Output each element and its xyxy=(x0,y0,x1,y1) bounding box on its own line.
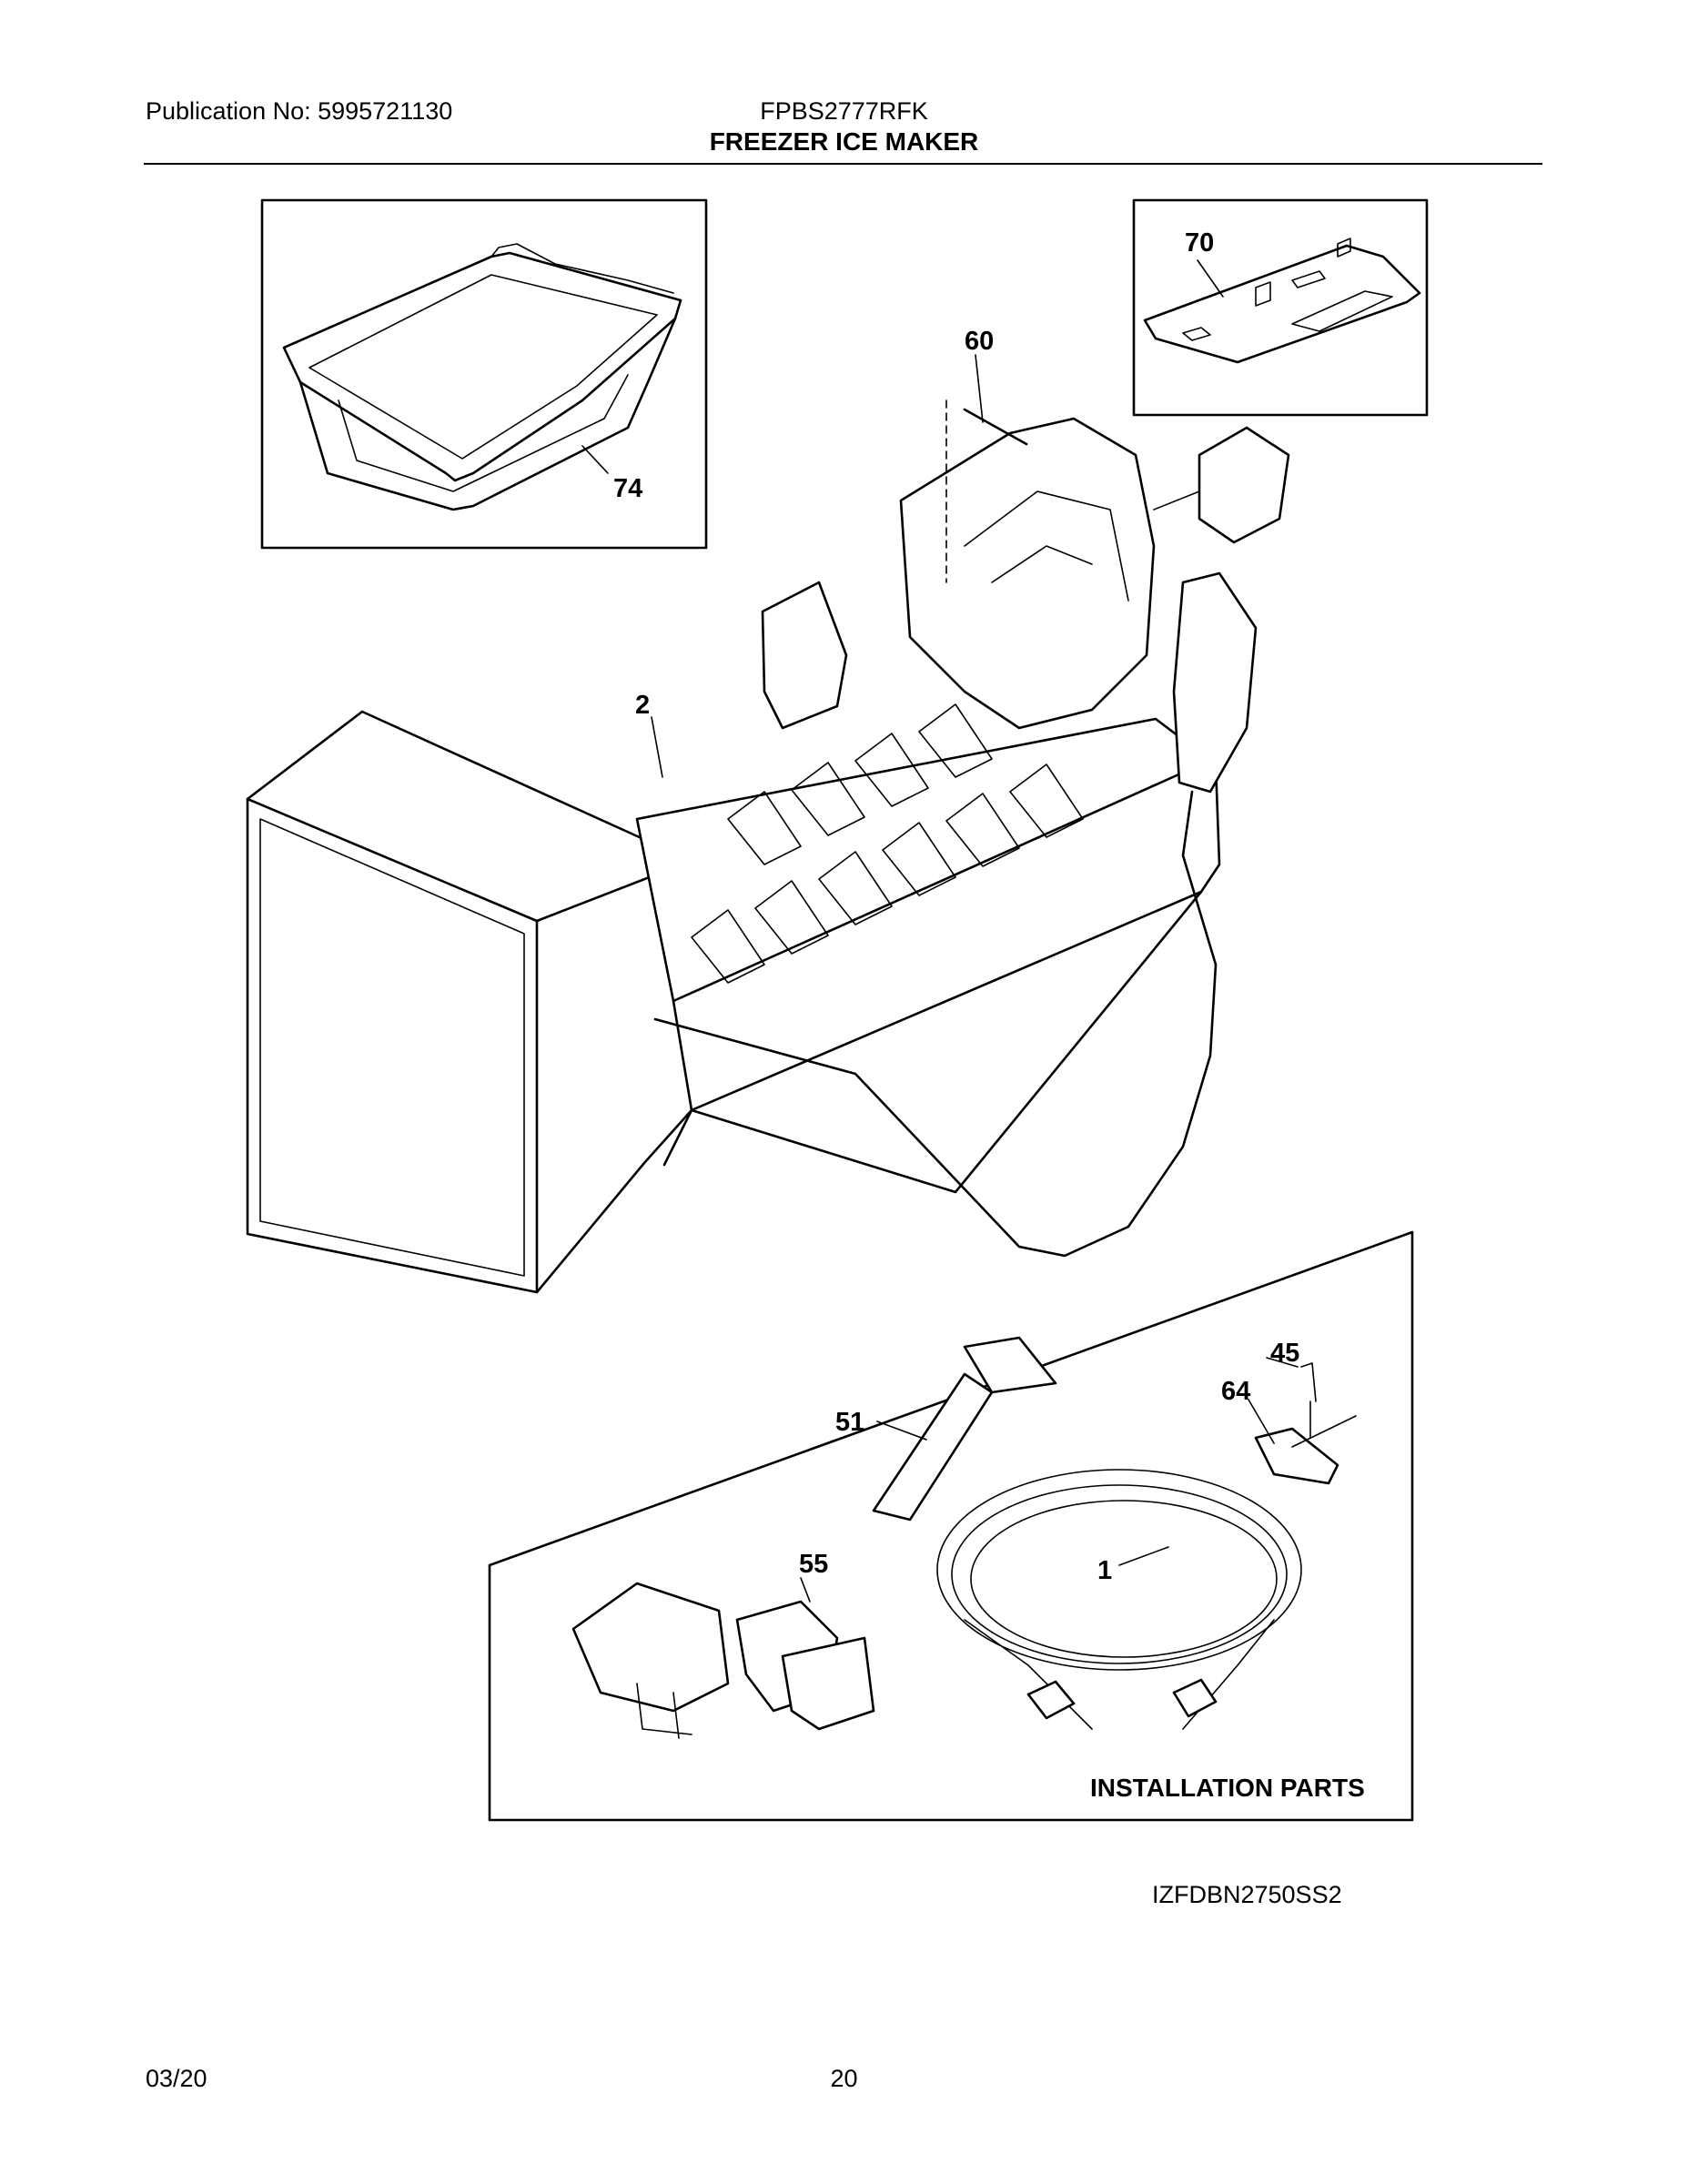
callout-1: 1 xyxy=(1097,1556,1112,1585)
callout-51: 51 xyxy=(835,1408,864,1437)
model-number: FPBS2777RFK xyxy=(760,97,928,125)
callout-55: 55 xyxy=(799,1550,828,1579)
diagram-code: IZFDBN2750SS2 xyxy=(1152,1881,1342,1908)
inset-bracket: 70 xyxy=(1132,198,1429,417)
callout-2: 2 xyxy=(635,691,650,720)
fill-tube xyxy=(872,1336,1057,1522)
installation-parts-box: 1 51 55 45 64 INSTALLATION PARTS xyxy=(488,1230,1414,1822)
publication-number: Publication No: 5995721130 xyxy=(146,97,453,125)
callout-70: 70 xyxy=(1185,228,1214,258)
footer-date: 03/20 xyxy=(146,2065,207,2092)
ejector-fins xyxy=(691,703,1084,984)
water-line-coil xyxy=(936,1469,1302,1730)
header-rule xyxy=(144,163,1542,165)
callout-60: 60 xyxy=(965,327,994,356)
ice-maker-assembly xyxy=(246,399,1290,1294)
page-number: 20 xyxy=(830,2065,858,2092)
callout-45: 45 xyxy=(1270,1339,1299,1368)
callout-64: 64 xyxy=(1221,1377,1250,1406)
ice-bucket-drawing xyxy=(282,243,682,511)
clamp-and-screw xyxy=(1254,1362,1357,1485)
callout-74: 74 xyxy=(613,474,642,503)
page-title: FREEZER ICE MAKER xyxy=(709,127,979,156)
inset-ice-bucket: 74 xyxy=(260,198,708,550)
installation-parts-label: INSTALLATION PARTS xyxy=(1090,1774,1365,1802)
water-valve xyxy=(571,1582,875,1739)
bracket-drawing xyxy=(1143,238,1421,364)
